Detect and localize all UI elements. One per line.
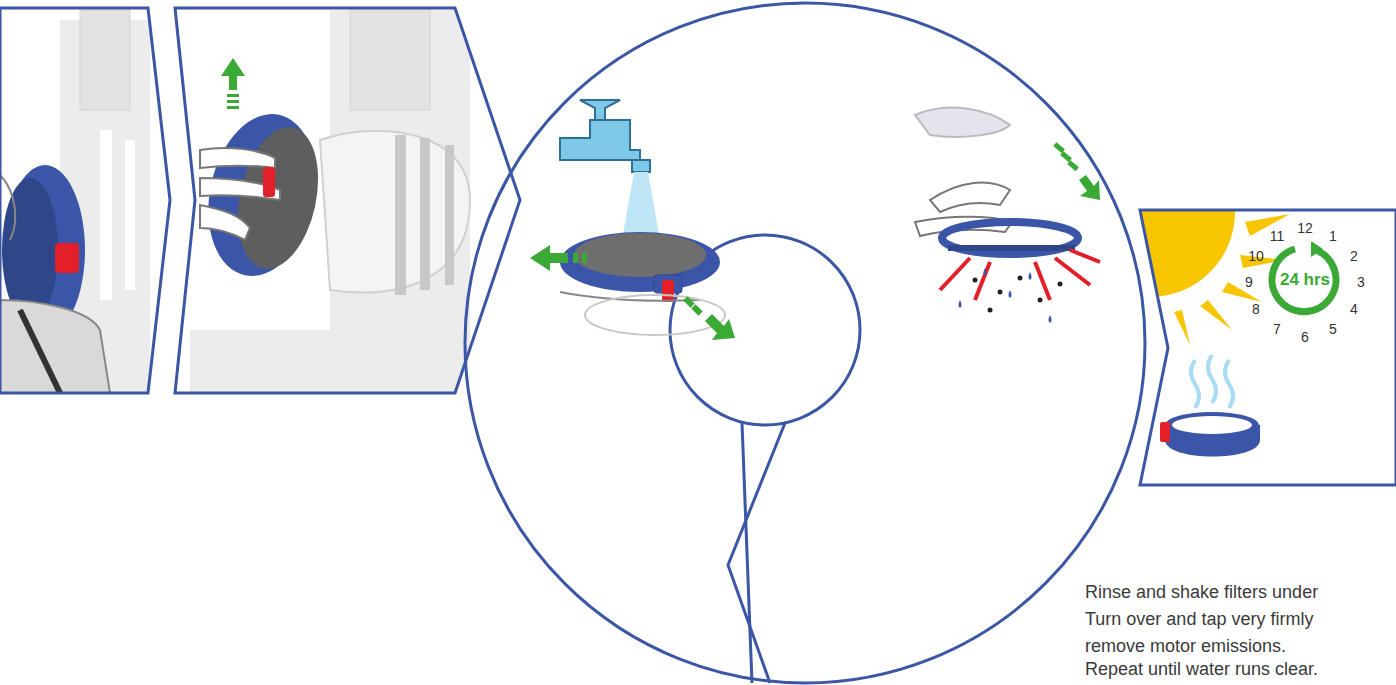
filter-rim bbox=[948, 245, 1075, 251]
arrow-dash bbox=[573, 253, 578, 263]
clock-number: 9 bbox=[1245, 274, 1253, 290]
arrow-dash bbox=[691, 304, 702, 315]
vacuum-handle bbox=[350, 8, 430, 110]
clock-number: 6 bbox=[1301, 329, 1309, 345]
arrow-dash bbox=[227, 106, 239, 109]
clock-number: 10 bbox=[1248, 248, 1264, 264]
clock-number: 7 bbox=[1273, 321, 1281, 337]
water-drop bbox=[1009, 290, 1012, 298]
panel-bg bbox=[0, 8, 170, 393]
dust-dot bbox=[1038, 298, 1043, 303]
panel-two-art bbox=[190, 8, 470, 393]
clock-number: 4 bbox=[1350, 301, 1358, 317]
instruction-text: Repeat until water runs clear. bbox=[1085, 656, 1318, 683]
sun-ray bbox=[1200, 300, 1232, 330]
steam-line bbox=[1225, 360, 1233, 408]
filter-media bbox=[1172, 416, 1252, 434]
timer-circle: 24 hrs bbox=[1267, 242, 1343, 318]
water-stream bbox=[622, 172, 660, 240]
tap-spout bbox=[632, 160, 650, 172]
filter-media bbox=[574, 233, 706, 277]
ring-split bbox=[728, 423, 785, 683]
direction-arrow bbox=[221, 58, 245, 90]
arrow-dash bbox=[582, 253, 587, 263]
arrow-dash bbox=[683, 296, 694, 307]
release-tab bbox=[263, 167, 275, 197]
instruction-text: Rinse and shake filters under bbox=[1085, 579, 1318, 606]
dust-dot bbox=[998, 290, 1003, 295]
release-tab bbox=[662, 280, 674, 302]
sun-ray bbox=[1174, 310, 1190, 345]
arrow-dash bbox=[1060, 151, 1072, 162]
hand-finger bbox=[200, 148, 275, 168]
direction-arrow bbox=[705, 314, 735, 340]
clock-number: 12 bbox=[1297, 220, 1313, 236]
vacuum-base bbox=[190, 330, 330, 393]
ring-split bbox=[742, 423, 752, 683]
clock-number: 1 bbox=[1329, 228, 1337, 244]
hand-outline bbox=[0, 175, 15, 240]
water-drop bbox=[959, 300, 962, 308]
release-tab bbox=[55, 243, 79, 273]
clock-number: 11 bbox=[1270, 228, 1285, 244]
panel-one-art bbox=[0, 8, 170, 393]
tap-handle bbox=[580, 100, 620, 120]
rinse-step-art bbox=[530, 100, 735, 340]
instruction-text: Turn over and tap very firmly bbox=[1085, 606, 1313, 633]
filter-bowl bbox=[560, 232, 720, 292]
cyclone-band bbox=[20, 310, 60, 393]
direction-arrow bbox=[1079, 175, 1100, 200]
arrow-dash bbox=[1053, 142, 1065, 153]
wash-ring bbox=[465, 3, 1145, 683]
vacuum-handle bbox=[80, 10, 130, 110]
direction-arrow bbox=[530, 245, 568, 271]
panel-outline bbox=[175, 8, 520, 393]
dust-dot bbox=[1058, 282, 1063, 287]
body-stripe bbox=[100, 130, 112, 300]
timer-text: 24 hrs bbox=[1267, 242, 1343, 318]
tap bbox=[560, 120, 640, 160]
body-stripe bbox=[420, 138, 430, 290]
cyclone-part bbox=[0, 300, 110, 393]
arrow-dash bbox=[227, 100, 239, 103]
motion-ghost bbox=[915, 108, 1010, 137]
filter-ring bbox=[942, 222, 1078, 254]
arrow-dash bbox=[227, 94, 239, 97]
body-stripe bbox=[395, 135, 406, 295]
dust-dot bbox=[988, 308, 993, 313]
panel-outline bbox=[0, 8, 170, 393]
clock-number: 2 bbox=[1350, 248, 1358, 264]
panel-four-art bbox=[1065, 127, 1290, 457]
water-drop bbox=[1029, 272, 1032, 280]
timer-arrowhead bbox=[1311, 242, 1323, 257]
sun-ray bbox=[1222, 282, 1262, 302]
hand-outline bbox=[930, 183, 1010, 212]
instruction-text: remove motor emissions. bbox=[1085, 633, 1286, 660]
clock-number: 3 bbox=[1357, 274, 1365, 290]
steam-line bbox=[1208, 355, 1216, 403]
motion-ghost bbox=[585, 295, 725, 335]
dust-dot bbox=[1018, 276, 1023, 281]
body-stripe bbox=[445, 145, 454, 285]
water-drop bbox=[1049, 315, 1052, 323]
body-stripe bbox=[125, 140, 135, 290]
filter-cap bbox=[194, 104, 330, 286]
panel-outline bbox=[1140, 210, 1396, 485]
steam-line bbox=[1191, 360, 1199, 408]
arrow-dash bbox=[1067, 160, 1079, 171]
sun bbox=[1065, 127, 1235, 297]
clock-number: 5 bbox=[1329, 321, 1337, 337]
release-tab bbox=[1160, 422, 1170, 442]
impact-line bbox=[940, 250, 1100, 300]
hand-thumb bbox=[200, 205, 250, 240]
clock-number: 8 bbox=[1252, 301, 1260, 317]
filter-rim bbox=[1165, 412, 1259, 438]
water-drop bbox=[984, 268, 987, 276]
dust-dot bbox=[973, 278, 978, 283]
sun-ray bbox=[1146, 312, 1155, 340]
tap-step-art bbox=[915, 108, 1100, 323]
